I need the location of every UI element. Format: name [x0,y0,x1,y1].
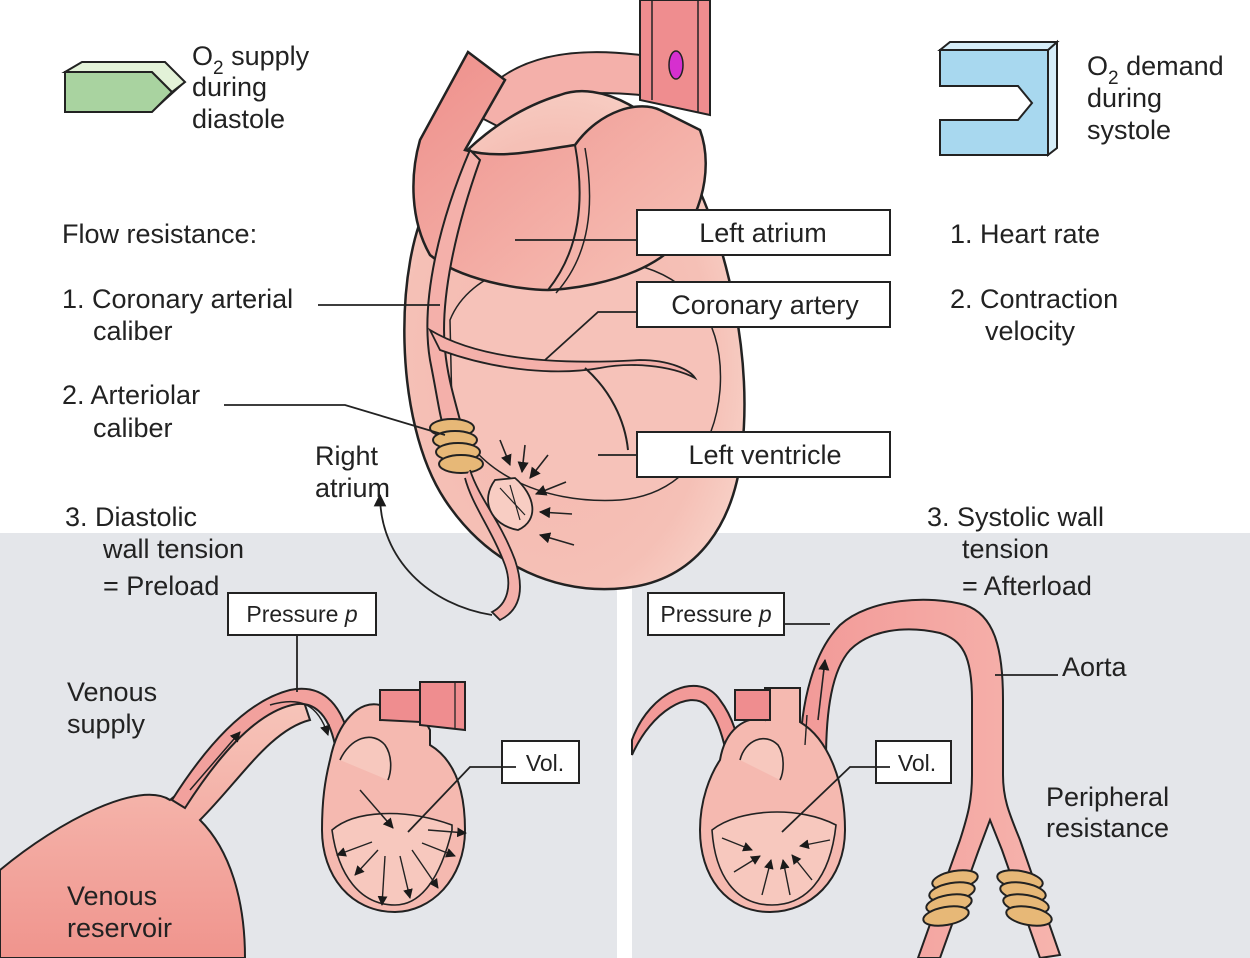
supply-legend-line1: O2 supply [192,41,310,79]
heart-rate-label: 1. Heart rate [950,219,1100,249]
arteriolar-caliber-line1: 2. Arteriolar [62,380,200,410]
coronary-artery-label: Coronary artery [671,290,859,320]
pulmonary-marker [668,50,684,80]
coronary-artery-callout: Coronary artery [544,281,891,361]
arteriolar-caliber-line2: caliber [93,413,173,443]
venous-reservoir-line2: reservoir [67,913,172,943]
aorta-peripheral-heart [631,598,1062,958]
left-atrium-label: Left atrium [699,218,827,248]
arteriolar-caliber-leader [224,404,446,436]
systolic-tension-line3: = Afterload [962,571,1092,601]
preload-pressure-label: Pressure p [246,601,357,627]
afterload-pressure-label: Pressure p [660,601,771,627]
systolic-tension-line2: tension [962,534,1049,564]
contraction-velocity-line1: 2. Contraction [950,284,1118,314]
venous-supply-line1: Venous [67,677,157,707]
left-ventricle-callout: Left ventricle [598,431,891,478]
left-ventricle-label: Left ventricle [688,440,841,470]
right-atrium-label-line2: atrium [315,473,390,503]
flow-resistance-heading: Flow resistance: [62,219,257,249]
oxygen-supply-icon [61,61,187,113]
aorta-callout: Aorta [995,652,1128,682]
oxygen-demand-icon [937,39,1060,158]
preload-pressure-callout: Pressure p [227,592,377,692]
demand-legend-line1: O2 demand [1087,51,1224,89]
venous-supply-line2: supply [67,709,146,739]
venous-reservoir-heart [0,681,467,958]
preload-volume-callout: Vol. [407,740,580,833]
right-atrium-label-line1: Right [315,441,379,471]
coronary-caliber-line2: caliber [93,316,173,346]
demand-legend-line3: systole [1087,115,1171,145]
aorta-label: Aorta [1062,652,1128,682]
diastolic-tension-line2: wall tension [102,534,244,564]
afterload-pressure-callout: Pressure p [647,592,830,636]
demand-legend-line2: during [1087,83,1162,113]
preload-volume-label: Vol. [526,750,564,776]
contraction-velocity-line2: velocity [985,316,1076,346]
peripheral-resistance-line1: Peripheral [1046,782,1169,812]
systolic-tension-line1: 3. Systolic wall [927,502,1104,532]
afterload-volume-callout: Vol. [781,740,952,833]
coronary-caliber-line1: 1. Coronary arterial [62,284,293,314]
afterload-volume-label: Vol. [898,750,936,776]
peripheral-resistance-line2: resistance [1046,813,1169,843]
supply-legend-line2: during [192,72,267,102]
left-atrium-callout: Left atrium [515,209,891,256]
diastolic-tension-line3: = Preload [103,571,219,601]
supply-legend-line3: diastole [192,104,285,134]
diastolic-tension-line1: 3. Diastolic [65,502,197,532]
venous-reservoir-line1: Venous [67,881,157,911]
